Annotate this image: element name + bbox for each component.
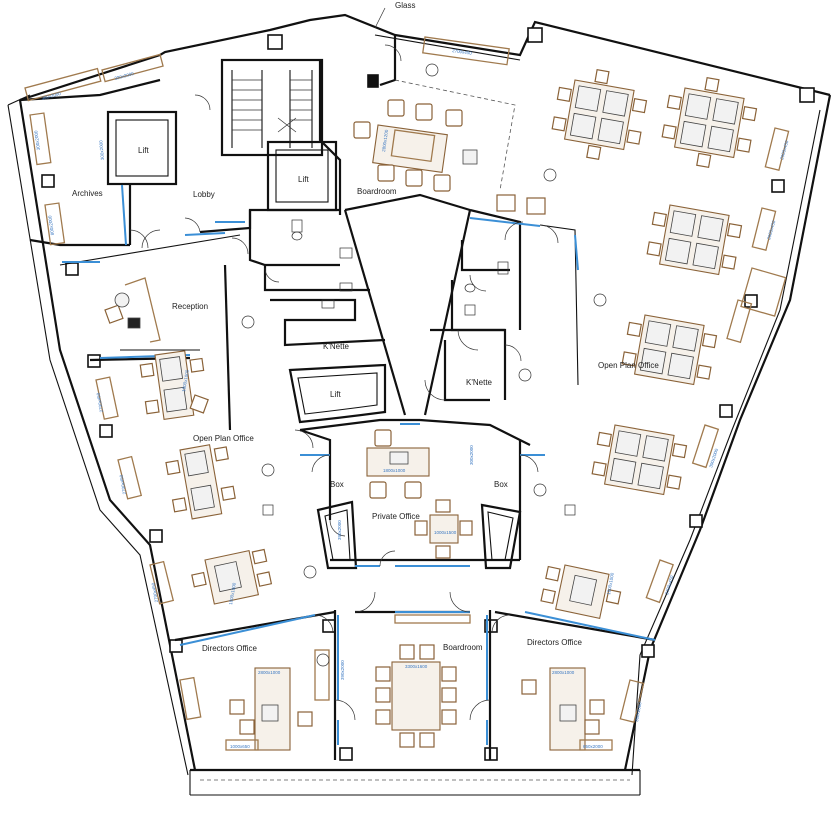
room-label-directors-left: Directors Office [202, 644, 258, 653]
reception-furniture [104, 277, 161, 343]
room-label-box-left: Box [330, 480, 344, 489]
dim-label: 2700x450 [151, 582, 159, 603]
room-label-lift-2: Lift [298, 175, 309, 184]
room-label-open-plan-left: Open Plan Office [193, 434, 254, 443]
room-label-boardroom-top: Boardroom [357, 187, 397, 196]
dim-label: 300x2000 [33, 130, 41, 151]
glass-label: Glass [395, 1, 415, 10]
dim-label: 1000x650 [230, 744, 250, 749]
dim-label: 2700x450 [96, 392, 104, 413]
room-label-knette-left: K'Nette [323, 342, 350, 351]
room-label-directors-right: Directors Office [527, 638, 583, 647]
dim-label: 390x2000 [337, 520, 342, 540]
box-structures [316, 500, 522, 570]
dim-label: 300x2000 [41, 91, 62, 101]
directors-office-right-furniture [521, 667, 613, 751]
room-label-archives: Archives [72, 189, 103, 198]
private-office-furniture [366, 429, 473, 559]
dim-label: 2700x450 [664, 574, 674, 595]
dim-label: 2800x1000 [552, 670, 575, 675]
dim-label: 2700x450 [119, 474, 127, 495]
room-labels: Glass Archives Lobby Lift Lift Lift Rece… [72, 1, 659, 653]
toilet-icons [291, 219, 509, 316]
structural-columns [41, 27, 815, 761]
room-label-lift-3: Lift [330, 390, 341, 399]
dim-label: 1000x1500 [434, 530, 457, 535]
dim-label: 1800x1000 [181, 369, 190, 392]
lift-shaft-3 [288, 363, 387, 424]
dim-label: 1800x1000 [383, 468, 406, 473]
dim-label: 650x2000 [583, 744, 603, 749]
room-label-box-right: Box [494, 480, 508, 489]
stair-core [220, 58, 324, 157]
dim-label: 2000x450 [766, 219, 776, 240]
room-label-lobby: Lobby [193, 190, 215, 199]
dim-label: 300x2000 [708, 447, 719, 468]
dim-label: 300x2000 [634, 701, 642, 722]
plant-icons [241, 63, 607, 667]
dim-label: 2800x1000 [258, 670, 281, 675]
room-label-lift-1: Lift [138, 146, 149, 155]
room-label-open-plan-right: Open Plan Office [598, 361, 659, 370]
dim-label: 1800x1000 [606, 572, 615, 595]
dim-label: 390x2000 [340, 660, 345, 680]
boardroom-bottom-furniture [375, 614, 471, 748]
dim-label: 2800x1200 [381, 129, 389, 152]
interior-walls [19, 34, 656, 760]
dim-label: 1800x1000 [228, 582, 237, 605]
door-swings [129, 44, 559, 721]
directors-office-left-furniture [225, 649, 330, 751]
workstations-left [139, 350, 622, 620]
room-label-boardroom-bottom: Boardroom [443, 643, 483, 652]
room-label-knette-right: K'Nette [466, 378, 493, 387]
room-label-private-office: Private Office [372, 512, 420, 521]
workstation-clusters-right [496, 68, 758, 496]
window-benches [24, 36, 790, 723]
lift-shaft-1 [106, 110, 178, 186]
glass-partitions [62, 184, 656, 745]
dimension-labels: 2700x450 300x2000 320x2000 300x2000 300x… [33, 48, 789, 749]
dim-label: 800x2000 [47, 215, 55, 236]
dim-label: 2700x450 [452, 48, 473, 56]
dim-label: 3300x1600 [405, 664, 428, 669]
room-label-reception: Reception [172, 302, 208, 311]
boardroom-top-furniture [353, 79, 516, 192]
glass-label-leader [374, 7, 386, 29]
dim-label: 2000x450 [779, 139, 789, 160]
dim-label: 300x2000 [98, 140, 105, 161]
dim-label: 300x2000 [469, 445, 474, 465]
dim-label: 320x2000 [114, 71, 135, 81]
